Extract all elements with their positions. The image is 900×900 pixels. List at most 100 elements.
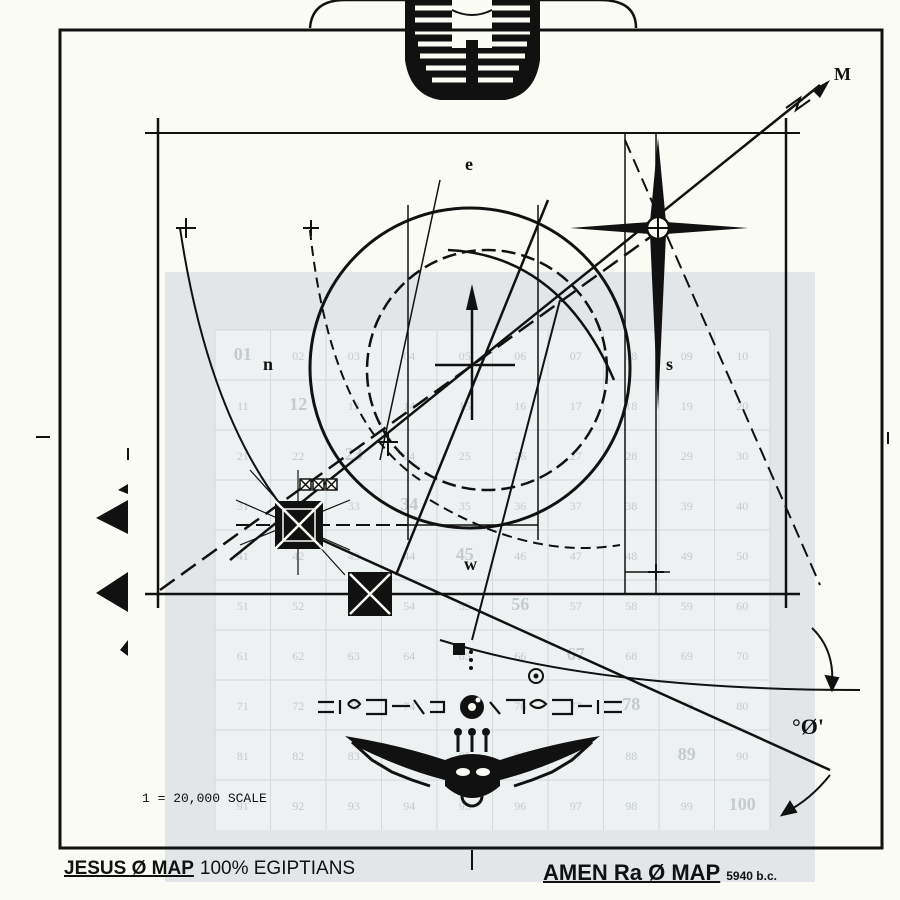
grid-cell: 38 [625, 499, 637, 513]
grid-cell: 72 [292, 699, 304, 713]
label-top: e [465, 154, 473, 174]
grid-cell: 93 [348, 799, 360, 813]
grid-cell: 28 [625, 449, 637, 463]
grid-cell: 10 [736, 349, 748, 363]
side-pyramids [96, 484, 128, 656]
grid-cell: 50 [736, 549, 748, 563]
grid-cell: 29 [681, 449, 693, 463]
dashed-circle [365, 248, 609, 492]
grid-cell: 57 [570, 599, 582, 613]
small-pyramids-row [299, 478, 338, 491]
grid-cell: 81 [237, 749, 249, 763]
label-bottom: w [464, 554, 477, 574]
label-angle: °Ø' [792, 714, 824, 739]
grid-cell: 49 [681, 549, 693, 563]
grid-cell: 13 [348, 399, 360, 413]
grid-cell: 99 [681, 799, 693, 813]
grid-cell: 83 [348, 749, 360, 763]
grid-cell: 52 [292, 599, 304, 613]
grid-cell: 14 [403, 399, 415, 413]
grid-cell: 82 [292, 749, 304, 763]
grid-cell: 23 [345, 444, 363, 464]
pyramid-icon [274, 500, 324, 550]
grid-cell: 01 [234, 344, 252, 364]
angle-arcs [779, 627, 840, 817]
label-right: s [666, 354, 673, 374]
grid-cell: 02 [292, 349, 304, 363]
right-map-title: AMEN Ra Ø MAP 5940 b.c. [543, 860, 777, 886]
grid-cell: 97 [570, 799, 582, 813]
grid-cell: 30 [736, 449, 748, 463]
grid-cell: 11 [237, 399, 249, 413]
grid-cell: 20 [736, 399, 748, 413]
grid-cell: 37 [570, 499, 582, 513]
grid-cell: 88 [625, 749, 637, 763]
pharaoh-head-icon [308, 0, 638, 100]
corner-arrow [785, 80, 830, 113]
tiny-pyramid-icon [453, 643, 473, 670]
grid-cell: 63 [348, 649, 360, 663]
left-subtitle: 100% EGIPTIANS [199, 858, 356, 879]
grid-cell: 34 [400, 494, 418, 514]
label-left: n [263, 354, 273, 374]
grid-cell: 18 [625, 399, 637, 413]
grid-cell: 70 [736, 649, 748, 663]
grid-cell: 91 [237, 799, 249, 813]
grid-cell: 19 [681, 399, 693, 413]
inner-arc [447, 248, 616, 381]
grid-cell: 07 [570, 349, 582, 363]
grid-cell: 12 [289, 394, 307, 414]
grid-cell: 64 [403, 649, 415, 663]
inner-rectangle [145, 118, 800, 608]
outer-frame [58, 28, 884, 850]
grid-cell: 94 [403, 799, 415, 813]
grid-cell: 09 [681, 349, 693, 363]
grid-cell: 98 [625, 799, 637, 813]
grid-cell: 58 [625, 599, 637, 613]
grid-cell: 05 [459, 349, 471, 363]
grid-cell: 90 [736, 749, 748, 763]
grid-cell: 16 [514, 399, 526, 413]
right-date: 5940 b.c. [726, 869, 777, 883]
winged-sun-icon [345, 728, 600, 808]
grid-cell: 03 [348, 349, 360, 363]
pyramid-small-icon [348, 572, 392, 616]
grid-cell: 04 [403, 349, 415, 363]
scale-note: 1 = 20,000 SCALE [142, 791, 267, 806]
grid-cell: 60 [736, 599, 748, 613]
grid-cell: 100 [729, 794, 756, 814]
grid-cell: 06 [514, 349, 526, 363]
edge-ticks [36, 432, 889, 870]
outer-circle [308, 206, 632, 530]
grid-cell: 54 [403, 599, 415, 613]
grid-cell: 46 [514, 549, 526, 563]
grid-cell: 80 [736, 699, 748, 713]
grid-cell: 48 [625, 549, 637, 563]
grid-cell: 78 [622, 694, 640, 714]
grid-cell: 95 [459, 799, 471, 813]
center-cross [435, 284, 515, 420]
grid-cell: 21 [237, 449, 249, 463]
grid-cell: 33 [348, 499, 360, 513]
grid-cell: 89 [678, 744, 696, 764]
grid-cell: 68 [625, 649, 637, 663]
grid-cell: 31 [237, 499, 249, 513]
right-title-text: AMEN Ra Ø MAP [543, 860, 721, 885]
target-marker-icon [528, 668, 544, 684]
hieroglyph-band [318, 695, 622, 719]
grid-cell: 62 [292, 649, 304, 663]
compass-star-icon [570, 138, 748, 410]
grid-cell: 22 [292, 449, 304, 463]
grid-cell: 39 [681, 499, 693, 513]
label-corner-arrow: M [834, 64, 851, 84]
grid-cell: 56 [511, 594, 529, 614]
grid-cell: 40 [736, 499, 748, 513]
grid-cell: 59 [681, 599, 693, 613]
north-arrow-icon [466, 284, 478, 310]
grid-cell: 24 [403, 449, 415, 463]
grid-cell: 71 [237, 699, 249, 713]
